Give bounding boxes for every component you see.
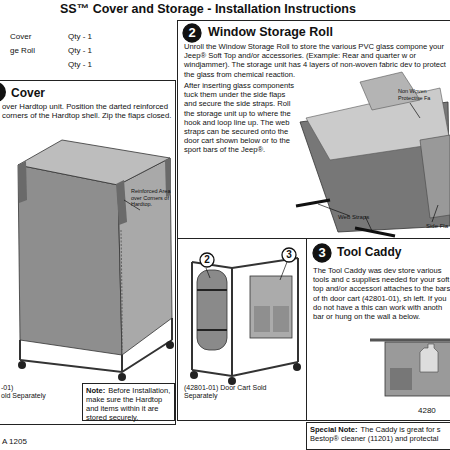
caddy-pocket bbox=[390, 368, 412, 390]
document-number: A 1205 bbox=[2, 437, 27, 446]
spray-bottle bbox=[420, 344, 438, 372]
cart-wheel bbox=[228, 377, 236, 385]
strap bbox=[197, 289, 227, 291]
part-name: ge Roll bbox=[10, 46, 35, 55]
cover-top-face bbox=[18, 140, 170, 185]
leader-line bbox=[206, 268, 210, 278]
step-panel: Cover over Hardtop unit. Position the dar… bbox=[0, 80, 176, 425]
step-body: After inserting glass components tuck th… bbox=[184, 81, 300, 155]
cropped-step-circle bbox=[0, 82, 6, 102]
callout-label: Web Straps bbox=[338, 213, 369, 222]
cart-wheel bbox=[293, 363, 301, 371]
step-body: Unroll the Window Storage Roll to store … bbox=[184, 42, 450, 79]
circle-shape bbox=[183, 24, 201, 42]
part-caption: -01) bbox=[1, 384, 13, 392]
callout-number: 3 bbox=[281, 247, 297, 263]
part-caption: (42801-01) Door Cart Sold Separately bbox=[184, 384, 268, 401]
callout-label: Side Fla bbox=[426, 222, 448, 231]
step-panel: Tool CaddyThe Tool Caddy was dev store v… bbox=[306, 238, 450, 421]
side-flap bbox=[420, 135, 450, 218]
callout-label: Reinforced Area over Corners of Hardtop. bbox=[131, 188, 175, 208]
step-number-text: 3 bbox=[312, 243, 332, 263]
cart-rail bbox=[192, 362, 298, 376]
document-number: 4280 bbox=[418, 406, 436, 415]
web-strap bbox=[296, 200, 330, 206]
caddy-body bbox=[385, 342, 450, 396]
mounting-bar bbox=[370, 339, 450, 342]
step-number: 2 bbox=[182, 23, 202, 43]
step-number-text: 2 bbox=[182, 23, 202, 43]
leader-line bbox=[432, 205, 438, 222]
part-quantity: Qty - 1 bbox=[68, 32, 92, 41]
cart-leg bbox=[171, 318, 173, 340]
cart-wheel bbox=[190, 371, 198, 379]
note-box: Note:Before Installation, make sure the … bbox=[82, 383, 175, 421]
note-heading: Note: bbox=[86, 386, 105, 395]
leader-line bbox=[410, 103, 420, 118]
rolled-storage bbox=[197, 270, 227, 350]
cover-front-face bbox=[18, 165, 122, 355]
part-quantity: Qty - 1 bbox=[68, 60, 92, 69]
step-body: The Tool Caddy was dev store various too… bbox=[313, 266, 450, 321]
cart-post bbox=[297, 258, 299, 362]
circle-shape bbox=[200, 253, 214, 267]
tool-caddy-illustration bbox=[370, 340, 450, 396]
cover-side-face bbox=[118, 158, 172, 355]
callout-circle: 3 bbox=[281, 247, 297, 263]
circle-shape bbox=[313, 244, 331, 262]
step-heading: Cover bbox=[11, 86, 45, 100]
callout-label: Non Woven Protective Fa bbox=[398, 88, 450, 101]
tool-caddy bbox=[250, 276, 292, 338]
cart-post bbox=[191, 262, 193, 370]
circle-shape bbox=[282, 248, 296, 262]
door-cart-illustration bbox=[190, 258, 301, 385]
storage-roll-illustration bbox=[296, 72, 450, 236]
web-strap bbox=[355, 228, 395, 236]
reinforced-corner bbox=[18, 161, 27, 203]
reinforced-corner bbox=[116, 180, 127, 225]
step-body: over Hardtop unit. Position the darted r… bbox=[2, 102, 172, 121]
callout-circle: 2 bbox=[199, 252, 215, 268]
part-name: Cover bbox=[10, 32, 31, 41]
cart-leg bbox=[121, 355, 123, 372]
caddy-pocket bbox=[273, 306, 289, 332]
part-quantity: Qty - 1 bbox=[68, 46, 92, 55]
callout-number: 2 bbox=[199, 252, 215, 268]
cart-leg bbox=[19, 340, 21, 360]
cart-wheel bbox=[18, 361, 26, 369]
step-number: 3 bbox=[312, 243, 332, 263]
leader-line bbox=[280, 262, 287, 280]
hardtop-cover-illustration bbox=[18, 140, 174, 381]
step-heading: Window Storage Roll bbox=[208, 25, 333, 40]
caddy-pocket bbox=[254, 306, 270, 332]
cart-wheel bbox=[118, 373, 126, 381]
step-panel: Window Storage RollUnroll the Window Sto… bbox=[177, 20, 450, 239]
cart-post bbox=[231, 268, 233, 376]
note-heading: Special Note: bbox=[310, 425, 358, 434]
note-box: Special Note:The Caddy is great for s Be… bbox=[306, 422, 450, 450]
zipper-line bbox=[121, 230, 122, 350]
step-heading: Tool Caddy bbox=[337, 245, 401, 259]
cart-wheel bbox=[166, 341, 174, 349]
illustration-panel: (42801-01) Door Cart Sold Separately 2 3 bbox=[177, 238, 307, 421]
part-caption: old Separately bbox=[1, 392, 46, 400]
cart-rail bbox=[20, 340, 172, 372]
page-title: SS™ Cover and Storage - Installation Ins… bbox=[60, 2, 356, 17]
strap bbox=[197, 329, 227, 331]
